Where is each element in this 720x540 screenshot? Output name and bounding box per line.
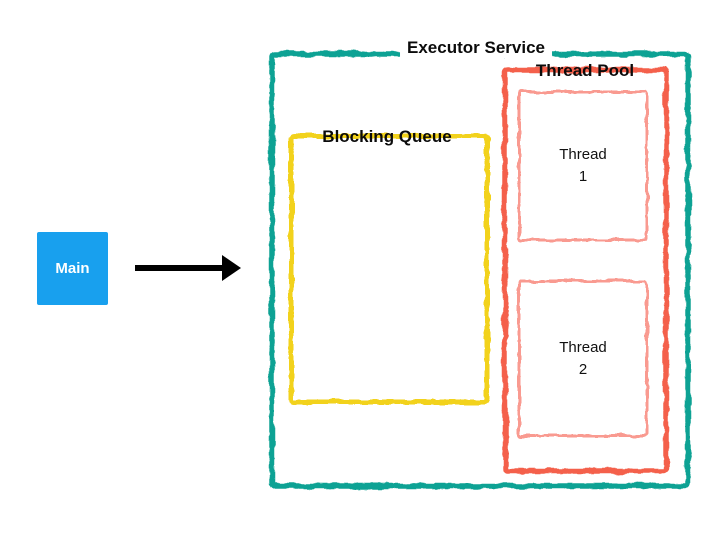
main-label: Main: [55, 260, 90, 277]
thread-1-box: [517, 90, 649, 242]
main-box: [37, 232, 108, 305]
blocking-queue-label: Blocking Queue: [322, 127, 452, 146]
thread-pool-box: [502, 67, 669, 474]
executor-service-label: Executor Service: [400, 38, 552, 58]
thread-1-label: Thread 1: [559, 146, 607, 185]
thread-2-box: [517, 279, 649, 438]
arrow-head-icon: [222, 255, 241, 281]
blocking-queue-box: [288, 133, 490, 405]
thread-2-label: Thread 2: [559, 338, 607, 378]
thread-pool-label: Thread Pool: [535, 61, 635, 80]
